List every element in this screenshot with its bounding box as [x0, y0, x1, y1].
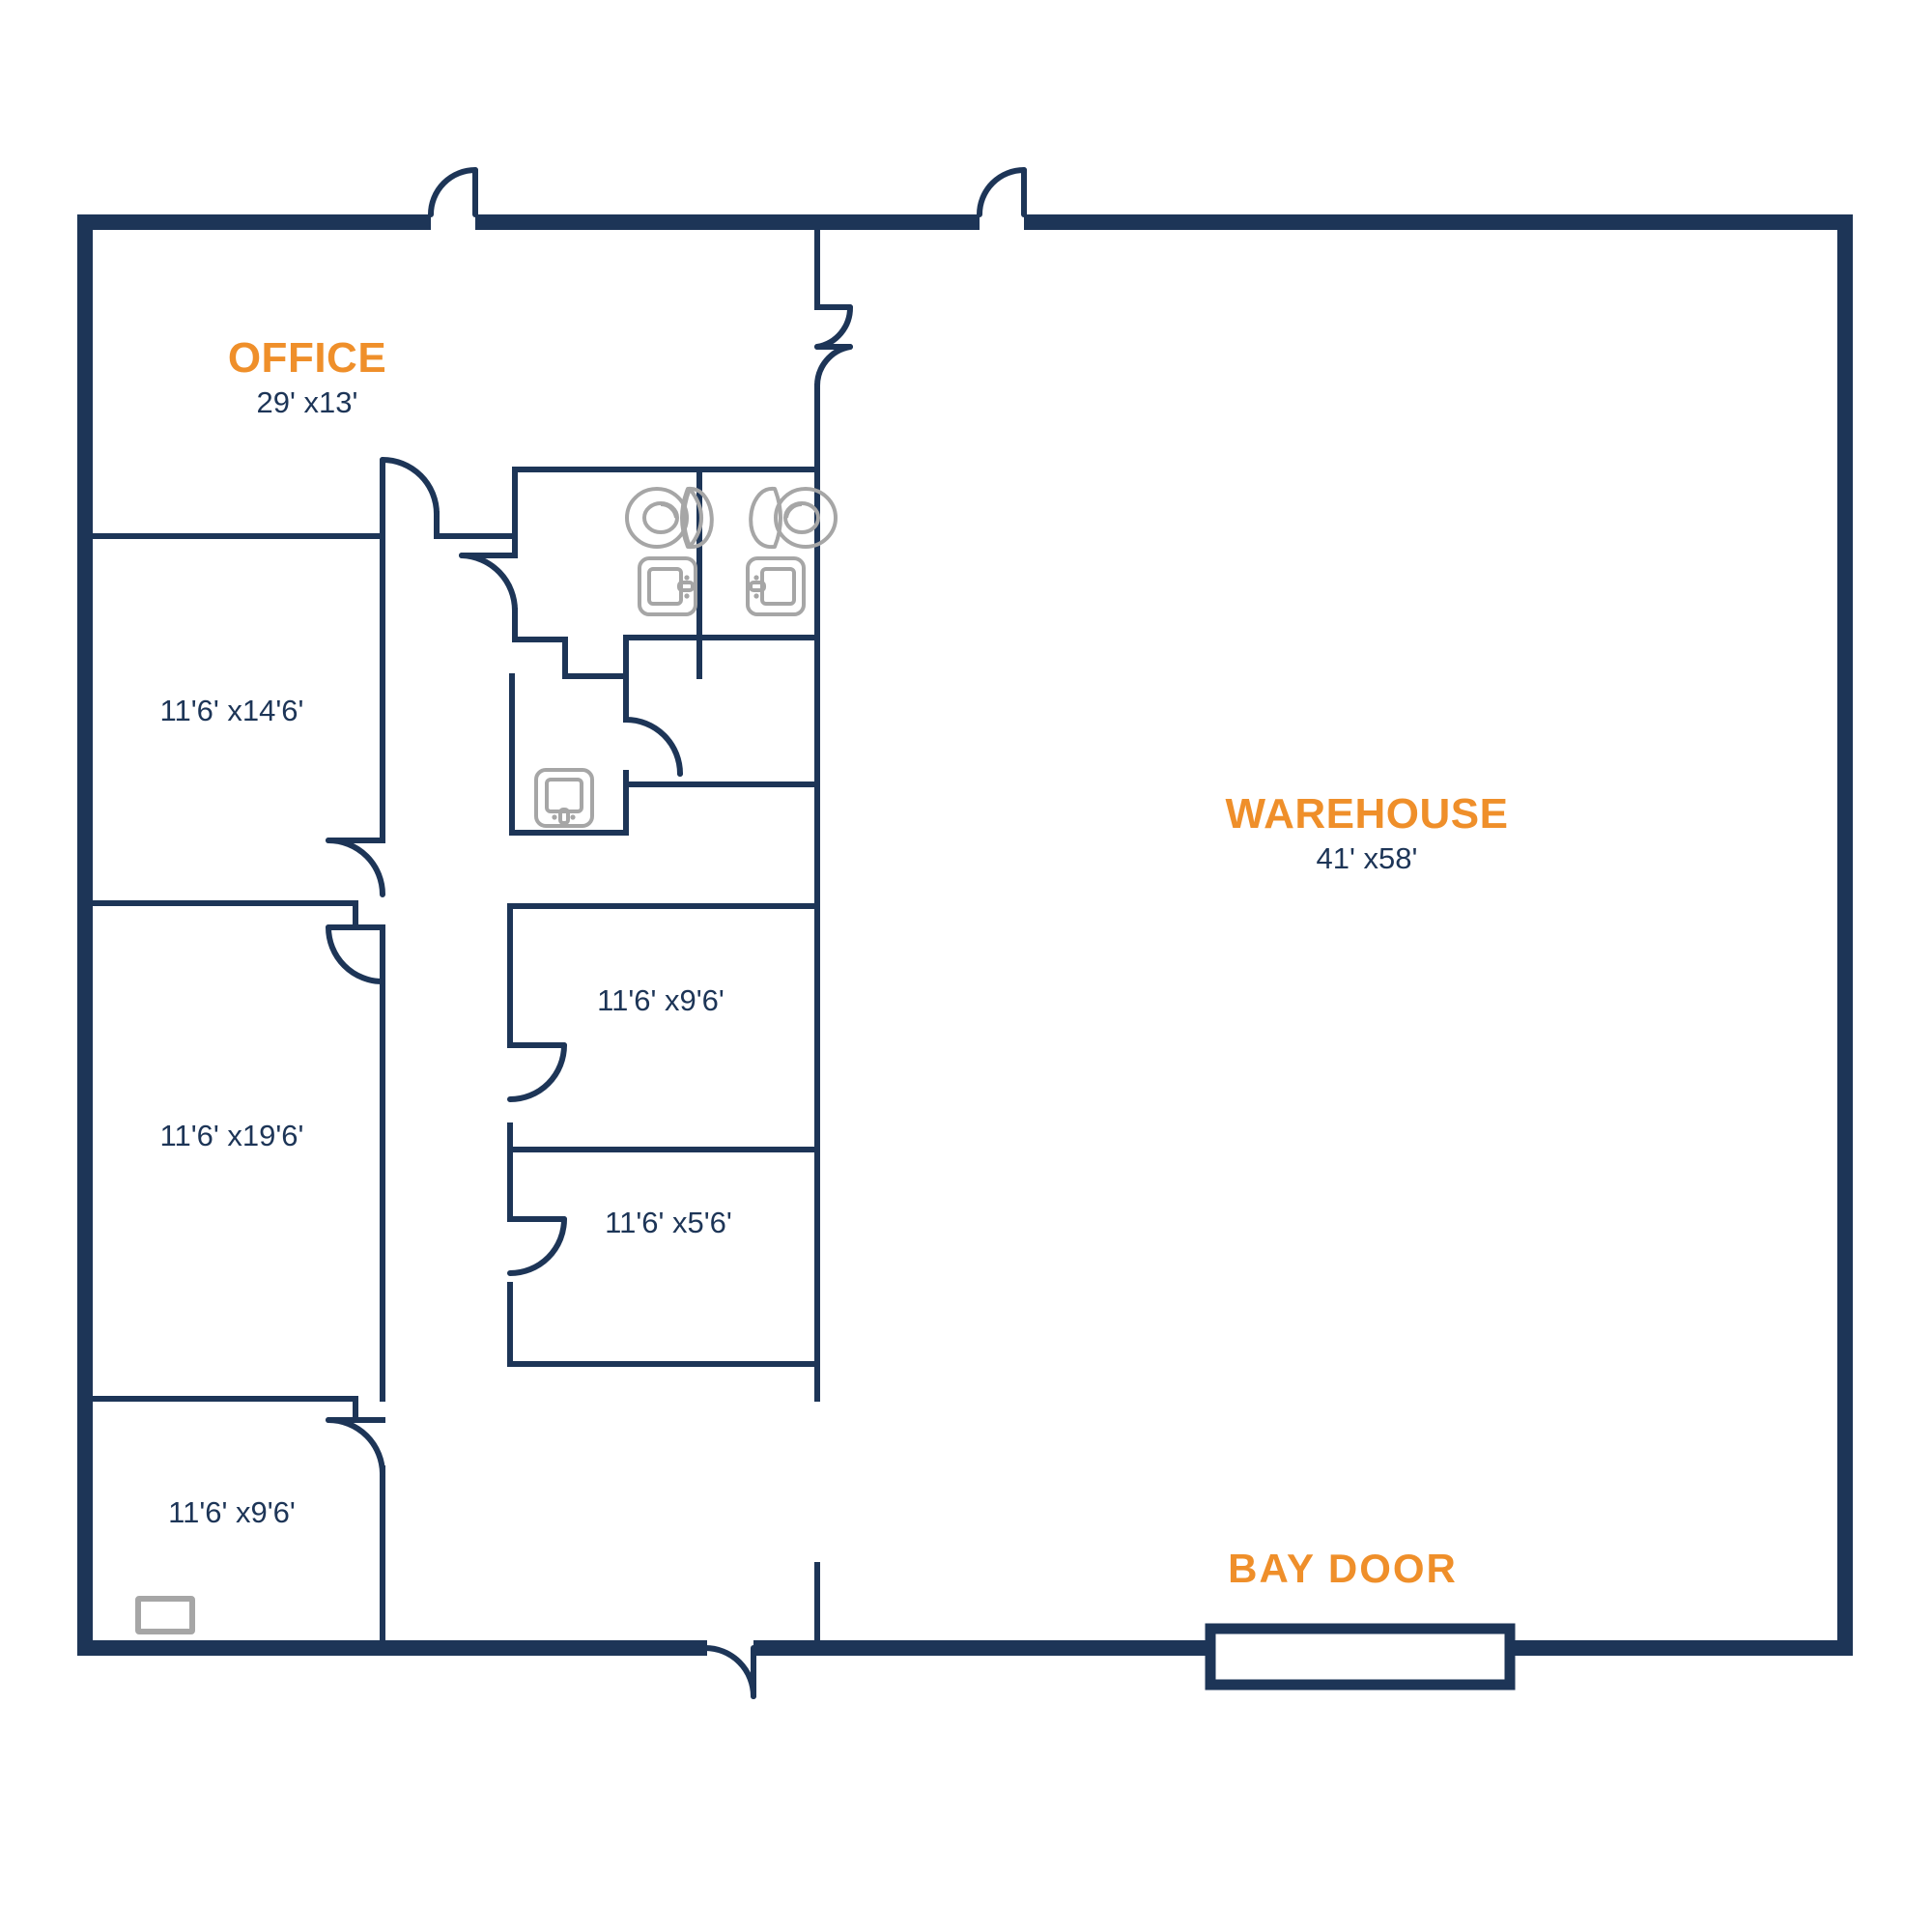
fixtures: [135, 486, 838, 1634]
door-arc: [428, 167, 478, 217]
toilet-icon: [749, 486, 838, 550]
door-arc: [507, 1216, 567, 1276]
sink-icon: [638, 556, 697, 616]
door-arc: [326, 924, 385, 984]
interior-walls: [82, 219, 820, 1643]
sink-icon: [534, 768, 594, 828]
bay-door-rect[interactable]: [1205, 1623, 1516, 1690]
door-arc: [326, 1417, 385, 1477]
door-arc: [507, 1042, 567, 1102]
door-arc: [813, 344, 853, 389]
door-swings: [326, 167, 1027, 1699]
appliance-icon: [135, 1596, 195, 1634]
door-arc: [977, 167, 1027, 217]
door-arc: [814, 304, 854, 350]
bay-door-opening[interactable]: [1205, 1623, 1516, 1690]
sink-icon: [746, 556, 806, 616]
toilet-icon: [625, 486, 714, 550]
door-arc: [326, 838, 385, 897]
door-arc: [623, 717, 683, 777]
exterior-walls: [77, 214, 1853, 1656]
door-arc: [702, 1645, 756, 1699]
door-arc: [380, 457, 440, 517]
door-arc: [459, 553, 518, 613]
